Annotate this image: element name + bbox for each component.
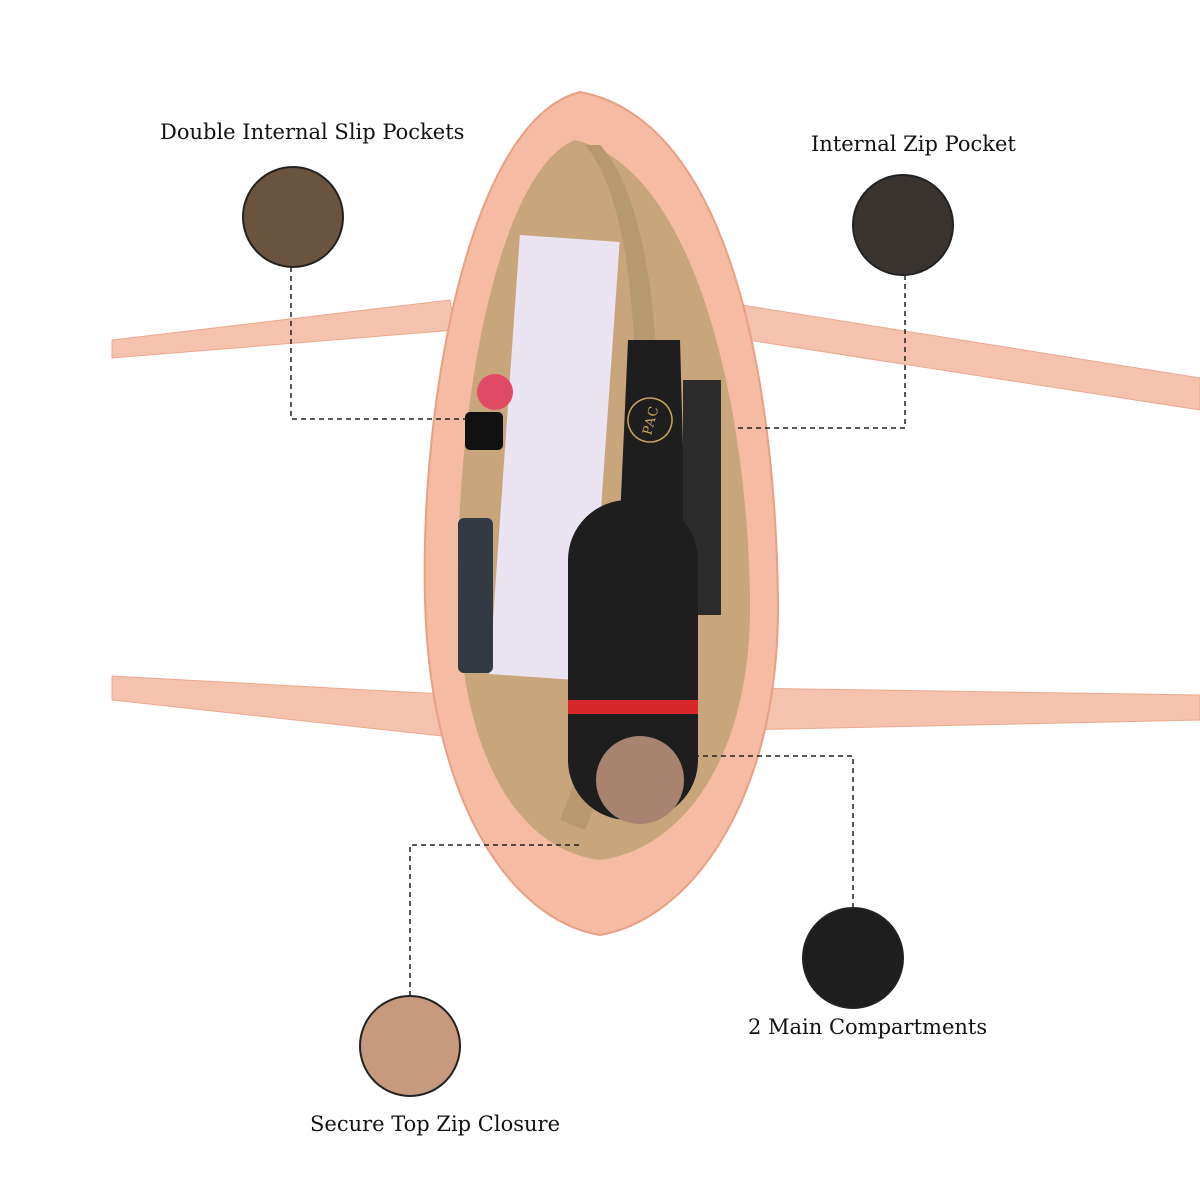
zip-closure-detail-icon xyxy=(359,995,461,1097)
feature-label-zip-pocket: Internal Zip Pocket xyxy=(811,132,1016,156)
bottle-cap xyxy=(596,736,684,824)
bottle xyxy=(568,500,698,820)
brand-mark-text: PAC xyxy=(640,404,662,437)
feature-label-zip-closure: Secure Top Zip Closure xyxy=(310,1112,561,1136)
brand-logo: PAC xyxy=(627,397,673,443)
phone xyxy=(458,518,493,673)
dark-compartment xyxy=(620,340,685,520)
connector-lines xyxy=(290,267,906,996)
compartment-detail-icon xyxy=(802,907,904,1009)
zip-pocket-detail-icon xyxy=(852,174,954,276)
straps xyxy=(111,299,1200,739)
feature-label-slip-pockets: Double Internal Slip Pockets xyxy=(160,120,465,144)
compact xyxy=(465,412,503,450)
bottle-band xyxy=(568,700,698,714)
feature-label-compartments: 2 Main Compartments xyxy=(748,1015,988,1039)
lipstick xyxy=(477,374,513,410)
detail-circles xyxy=(242,166,954,1097)
slip-pocket-detail-icon xyxy=(242,166,344,268)
